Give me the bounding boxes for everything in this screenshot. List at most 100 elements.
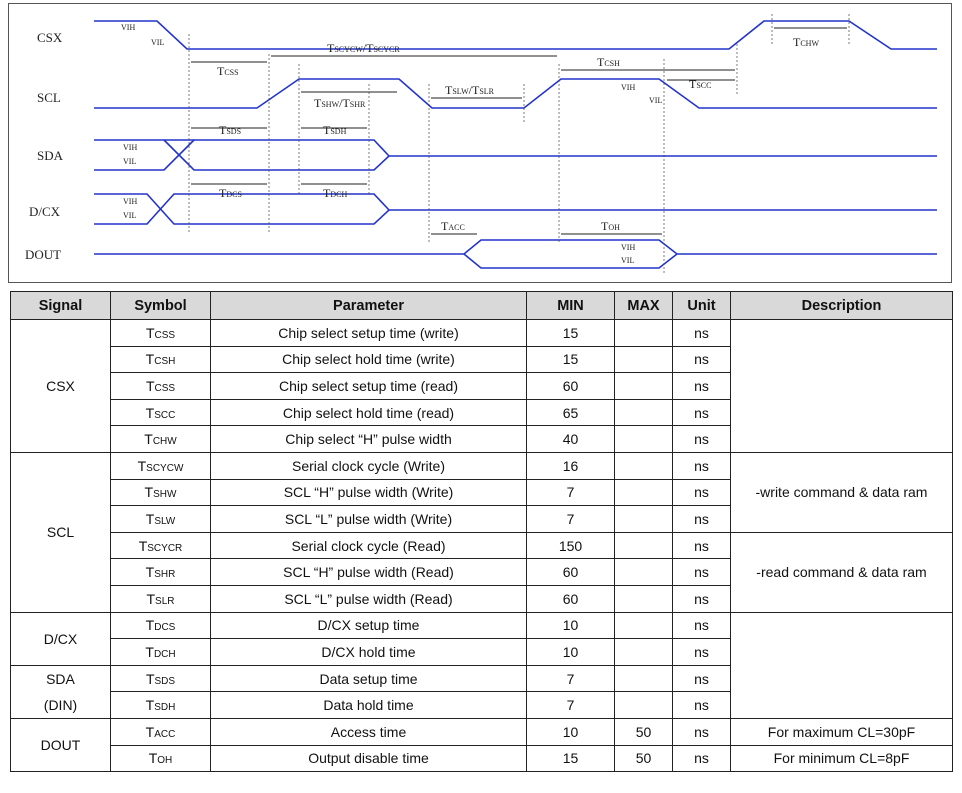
sda-waveform-lower2 bbox=[163, 139, 390, 171]
signal-label-sda: SDA bbox=[37, 148, 64, 163]
dout-waveform-lower bbox=[463, 253, 678, 269]
timing-parameter-labels: TCSSTSCYCW/TSCYCRTCSHTCHWTSCCTSHW/TSHRTS… bbox=[217, 35, 819, 233]
max-cell bbox=[614, 345, 673, 374]
unit-cell: ns bbox=[672, 372, 731, 400]
max-cell bbox=[614, 638, 673, 666]
max-cell bbox=[614, 451, 673, 480]
symbol-cell: TSCYCR bbox=[110, 531, 211, 560]
max-cell bbox=[614, 531, 673, 560]
param-cell: Serial clock cycle (Write) bbox=[210, 451, 527, 480]
unit-cell: ns bbox=[672, 611, 731, 640]
min-cell: 65 bbox=[526, 398, 615, 427]
min-cell: 60 bbox=[526, 584, 615, 613]
param-cell: Chip select hold time (read) bbox=[210, 398, 527, 427]
timing-label-csh: TCSH bbox=[597, 55, 620, 69]
unit-cell: ns bbox=[672, 664, 731, 693]
sda-waveform-upper bbox=[94, 139, 937, 157]
min-cell: 7 bbox=[526, 691, 615, 719]
scl-vil-label: VIL bbox=[649, 96, 662, 105]
symbol-cell: TSCC bbox=[110, 398, 211, 427]
min-cell: 15 bbox=[526, 744, 615, 773]
min-cell: 15 bbox=[526, 319, 615, 347]
signal-label-csx: CSX bbox=[37, 30, 63, 45]
max-cell bbox=[614, 505, 673, 533]
dcx-vil-label: VIL bbox=[123, 211, 136, 220]
header-signal: Signal bbox=[10, 291, 111, 320]
header-unit: Unit bbox=[672, 291, 731, 320]
timing-label-acc: TACC bbox=[441, 219, 465, 233]
min-cell: 7 bbox=[526, 505, 615, 533]
timing-spec-table: Signal Symbol Parameter MIN MAX Unit Des… bbox=[10, 291, 953, 773]
max-cell bbox=[614, 558, 673, 586]
signal-label-dout: DOUT bbox=[25, 247, 61, 262]
timing-label-slw: TSLW/TSLR bbox=[445, 83, 495, 97]
unit-cell: ns bbox=[672, 505, 731, 533]
symbol-cell: TSHW bbox=[110, 478, 211, 507]
min-cell: 150 bbox=[526, 531, 615, 560]
max-cell bbox=[614, 319, 673, 347]
table-header-row: Signal Symbol Parameter MIN MAX Unit Des… bbox=[10, 291, 953, 320]
max-cell bbox=[614, 664, 673, 693]
param-cell: Chip select “H” pulse width bbox=[210, 425, 527, 453]
signal-label-dcx: D/CX bbox=[29, 204, 61, 219]
max-cell bbox=[614, 584, 673, 613]
max-cell bbox=[614, 372, 673, 400]
symbol-cell: TOH bbox=[110, 744, 211, 773]
dout-vil-label: VIL bbox=[621, 256, 634, 265]
timing-label-chw: TCHW bbox=[793, 35, 819, 49]
symbol-cell: TSLW bbox=[110, 505, 211, 533]
timing-label-dch: TDCH bbox=[323, 186, 347, 200]
unit-cell: ns bbox=[672, 398, 731, 427]
symbol-cell: TACC bbox=[110, 717, 211, 746]
param-cell: Serial clock cycle (Read) bbox=[210, 531, 527, 560]
symbol-cell: TCSH bbox=[110, 345, 211, 374]
min-cell: 15 bbox=[526, 345, 615, 374]
min-cell: 40 bbox=[526, 425, 615, 453]
min-cell: 7 bbox=[526, 664, 615, 693]
timing-diagram-svg: CSX SCL SDA D/CX DOUT VIH VIL VIH VIL VI… bbox=[25, 14, 937, 274]
min-cell: 10 bbox=[526, 638, 615, 666]
scl-waveform bbox=[94, 78, 937, 109]
param-cell: Data hold time bbox=[210, 691, 527, 719]
min-cell: 60 bbox=[526, 372, 615, 400]
sda-waveform-lower bbox=[94, 139, 195, 171]
unit-cell: ns bbox=[672, 478, 731, 507]
timing-diagram: CSX SCL SDA D/CX DOUT VIH VIL VIH VIL VI… bbox=[8, 3, 952, 283]
symbol-cell: TSLR bbox=[110, 584, 211, 613]
unit-cell: ns bbox=[672, 717, 731, 746]
param-cell: SCL “H” pulse width (Write) bbox=[210, 478, 527, 507]
max-cell: 50 bbox=[614, 717, 673, 746]
min-cell: 60 bbox=[526, 558, 615, 586]
timing-label-scyc: TSCYCW/TSCYCR bbox=[327, 41, 400, 55]
unit-cell: ns bbox=[672, 558, 731, 586]
unit-cell: ns bbox=[672, 531, 731, 560]
param-cell: Chip select setup time (read) bbox=[210, 372, 527, 400]
timing-label-sds: TSDS bbox=[219, 123, 241, 137]
param-cell: SCL “L” pulse width (Read) bbox=[210, 584, 527, 613]
header-description: Description bbox=[730, 291, 953, 320]
max-cell bbox=[614, 611, 673, 640]
symbol-cell: TSDH bbox=[110, 691, 211, 719]
symbol-cell: TDCS bbox=[110, 611, 211, 640]
dcx-waveform-upper bbox=[94, 193, 937, 225]
unit-cell: ns bbox=[672, 345, 731, 374]
dout-waveform bbox=[94, 239, 937, 255]
unit-cell: ns bbox=[672, 691, 731, 719]
signal-cell: SDA(DIN) bbox=[10, 664, 111, 719]
unit-cell: ns bbox=[672, 319, 731, 347]
min-cell: 16 bbox=[526, 451, 615, 480]
unit-cell: ns bbox=[672, 638, 731, 666]
param-cell: Data setup time bbox=[210, 664, 527, 693]
csx-vih-label: VIH bbox=[121, 23, 135, 32]
